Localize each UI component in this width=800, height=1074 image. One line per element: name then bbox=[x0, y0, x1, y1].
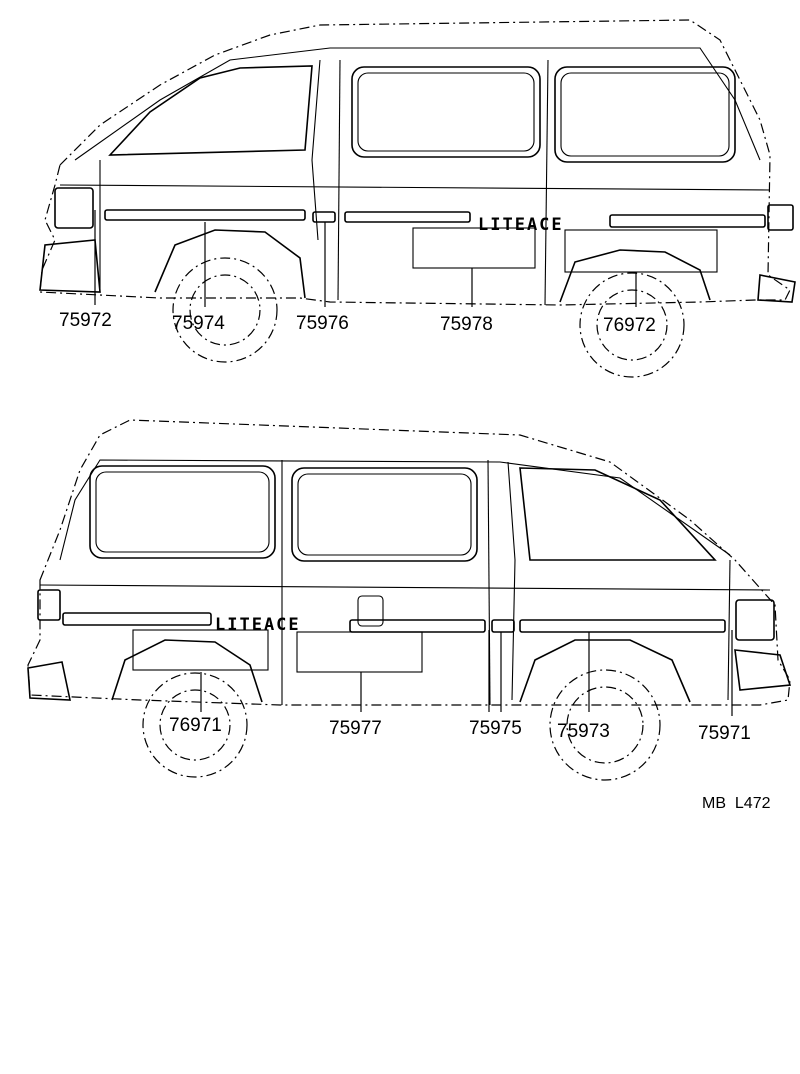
callout-leaders-bottom bbox=[200, 630, 733, 716]
liteace-badge-top: LITEACE bbox=[478, 215, 564, 235]
callout-75976: 75976 bbox=[296, 313, 349, 334]
callout-75978: 75978 bbox=[440, 314, 493, 335]
callout-75974: 75974 bbox=[172, 313, 225, 334]
callout-leaders-top bbox=[94, 210, 637, 307]
van-side-view-bottom: LITEACE bbox=[27, 419, 792, 781]
callout-75975: 75975 bbox=[469, 718, 522, 739]
callout-75972: 75972 bbox=[59, 310, 112, 331]
van-side-view-top: LITEACE bbox=[39, 19, 796, 378]
liteace-badge-bottom: LITEACE bbox=[215, 615, 301, 635]
drawing-code: MB L472 bbox=[702, 795, 771, 812]
callout-75971: 75971 bbox=[698, 723, 751, 744]
callout-76971: 76971 bbox=[169, 715, 222, 736]
callout-75977: 75977 bbox=[329, 718, 382, 739]
callout-76972: 76972 bbox=[603, 315, 656, 336]
callout-75973: 75973 bbox=[557, 721, 610, 742]
